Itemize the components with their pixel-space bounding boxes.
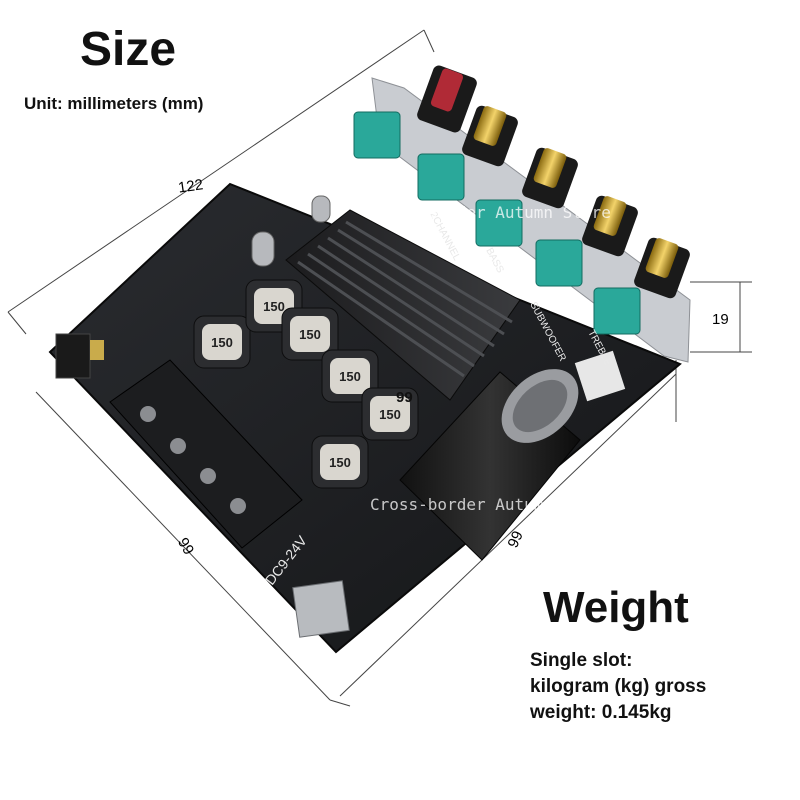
speaker-terminals xyxy=(109,359,303,549)
inductor-label: 150 xyxy=(299,327,321,342)
dc-power-jack xyxy=(292,580,350,638)
inductor-label: 150 xyxy=(263,299,285,314)
inductor xyxy=(321,349,379,403)
dimension-side-right: 99 xyxy=(505,528,527,550)
dimension-lines xyxy=(7,29,752,707)
knob-row xyxy=(417,65,690,299)
knob-volume xyxy=(417,65,477,133)
unit-label: Unit: millimeters (mm) xyxy=(24,94,204,113)
inductor xyxy=(311,435,369,489)
knob-4 xyxy=(582,195,638,257)
inductor xyxy=(193,315,251,369)
inductor xyxy=(361,387,419,441)
electrolytic-capacitor xyxy=(399,369,581,561)
watermark-top: Cross-border Autumn Store xyxy=(370,203,611,222)
knob-3 xyxy=(522,147,578,209)
potentiometer-row xyxy=(353,111,641,335)
weight-line-3: weight: 0.145kg xyxy=(530,702,672,723)
weight-title: Weight xyxy=(543,583,689,632)
inductor-label: 150 xyxy=(329,455,351,470)
dimension-side-left: 99 xyxy=(174,535,197,558)
dimension-center: 99 xyxy=(396,389,413,406)
inductor-label: 150 xyxy=(379,407,401,422)
dimension-height: 19 xyxy=(712,311,729,328)
knob-5 xyxy=(634,237,690,299)
inductor xyxy=(281,307,339,361)
small-capacitor xyxy=(251,195,331,267)
weight-line-2: kilogram (kg) gross xyxy=(530,676,707,697)
audio-input-jack xyxy=(55,333,104,379)
weight-line-1: Single slot: xyxy=(530,650,633,671)
inductor-group xyxy=(193,279,419,489)
heatsink xyxy=(285,209,521,401)
inductor-label: 150 xyxy=(211,335,233,350)
watermark-bottom: Cross-border Autumn Store xyxy=(370,495,611,514)
inductor-label: 150 xyxy=(339,369,361,384)
bass-label: BASS xyxy=(483,246,505,275)
knob-2 xyxy=(462,105,518,167)
dimension-length: 122 xyxy=(177,176,204,196)
size-title: Size xyxy=(80,23,177,76)
qr-code xyxy=(574,350,626,402)
